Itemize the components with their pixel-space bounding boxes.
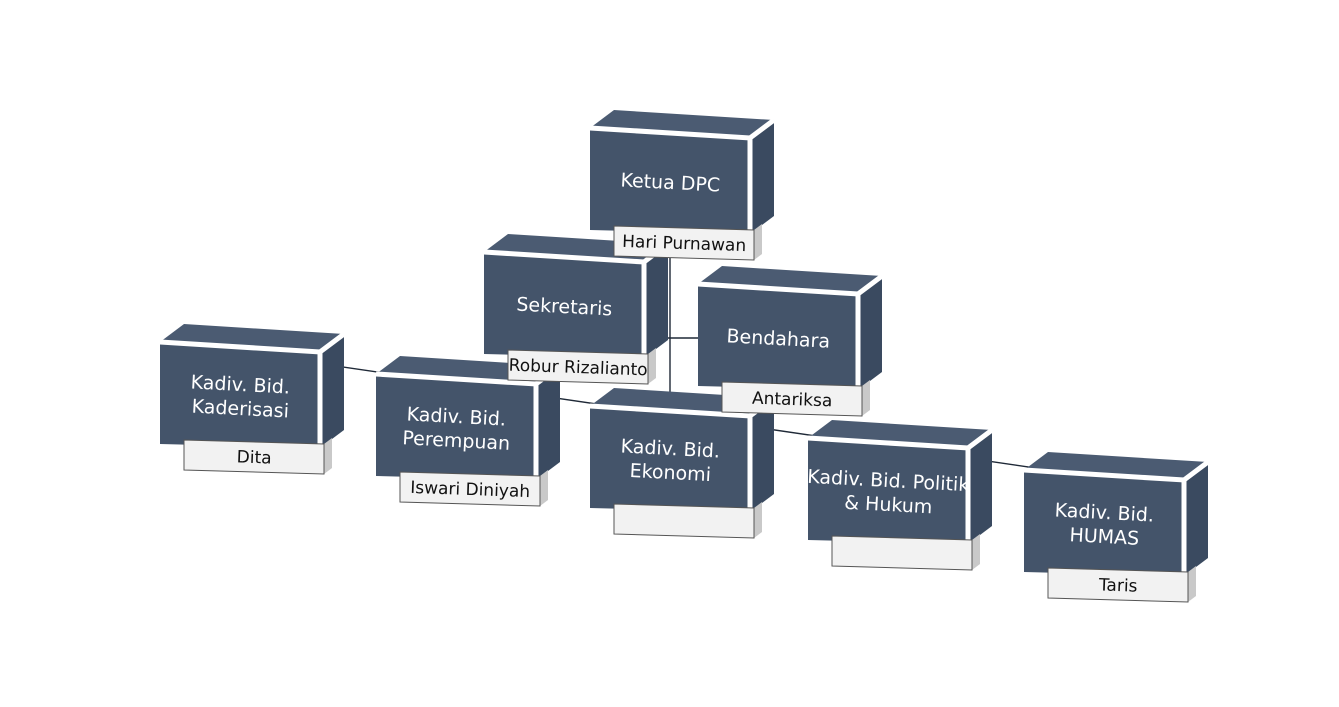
- box-side-face: [1184, 462, 1208, 576]
- name-label-plate: [613, 225, 755, 261]
- box-side-face: [750, 120, 774, 234]
- position-holder-name: Taris: [1098, 575, 1138, 596]
- box-top-face: [698, 266, 882, 294]
- position-title: Kadiv. Bid.: [620, 435, 720, 462]
- label-side-face: [754, 224, 762, 260]
- position-humas: Kadiv. Bid.HUMAS Taris: [1023, 452, 1210, 603]
- box-front-face: [808, 438, 968, 544]
- box-front-face: [590, 406, 750, 512]
- label-side-face: [754, 502, 762, 538]
- name-label-plate: [183, 439, 325, 475]
- box-side-face: [536, 366, 560, 480]
- box-front-face: [1024, 470, 1184, 576]
- name-label-plate: [507, 349, 649, 385]
- position-ketua: Ketua DPC Hari Purnawan: [589, 110, 776, 261]
- box-front-face: [698, 284, 858, 390]
- name-label-plate: [399, 471, 541, 507]
- label-side-face: [324, 438, 332, 474]
- position-ekonomi: Kadiv. Bid.Ekonomi: [589, 388, 776, 539]
- position-title: Bendahara: [726, 325, 831, 352]
- label-side-face: [1188, 566, 1196, 602]
- position-title: Ekonomi: [629, 460, 711, 486]
- box-side-face: [644, 244, 668, 358]
- position-holder-name: Robur Rizalianto: [508, 356, 648, 381]
- position-title: Kaderisasi: [191, 395, 289, 422]
- box-top-face: [160, 324, 344, 352]
- box-side-face: [858, 276, 882, 390]
- position-title: Kadiv. Bid.: [190, 371, 290, 398]
- position-holder-name: Antariksa: [752, 389, 833, 412]
- name-label-plate: [721, 381, 863, 417]
- position-title: Kadiv. Bid.: [1054, 499, 1154, 526]
- position-title: Ketua DPC: [620, 169, 721, 196]
- position-politik: Kadiv. Bid. Politik& Hukum: [807, 420, 994, 571]
- box-top-face: [1024, 452, 1208, 480]
- box-side-face: [968, 430, 992, 544]
- position-holder-name: Hari Purnawan: [622, 232, 747, 256]
- position-title: Sekretaris: [516, 294, 613, 321]
- box-top-face: [590, 110, 774, 138]
- position-title: HUMAS: [1069, 524, 1140, 550]
- label-side-face: [648, 348, 656, 384]
- box-side-face: [750, 398, 774, 512]
- position-holder-name: Iswari Diniyah: [410, 478, 530, 502]
- name-label-plate: [831, 535, 973, 571]
- name-label-plate: [1047, 567, 1189, 603]
- box-front-face: [484, 252, 644, 358]
- label-side-face: [972, 534, 980, 570]
- label-side-face: [862, 380, 870, 416]
- position-holder-name: Dita: [236, 447, 272, 468]
- box-front-face: [160, 342, 320, 448]
- label-side-face: [540, 470, 548, 506]
- box-top-face: [808, 420, 992, 448]
- position-title: Kadiv. Bid.: [406, 403, 506, 430]
- position-title: & Hukum: [844, 492, 933, 519]
- box-side-face: [320, 334, 344, 448]
- box-front-face: [590, 128, 750, 234]
- box-front-face: [376, 374, 536, 480]
- name-label-plate: [613, 503, 755, 539]
